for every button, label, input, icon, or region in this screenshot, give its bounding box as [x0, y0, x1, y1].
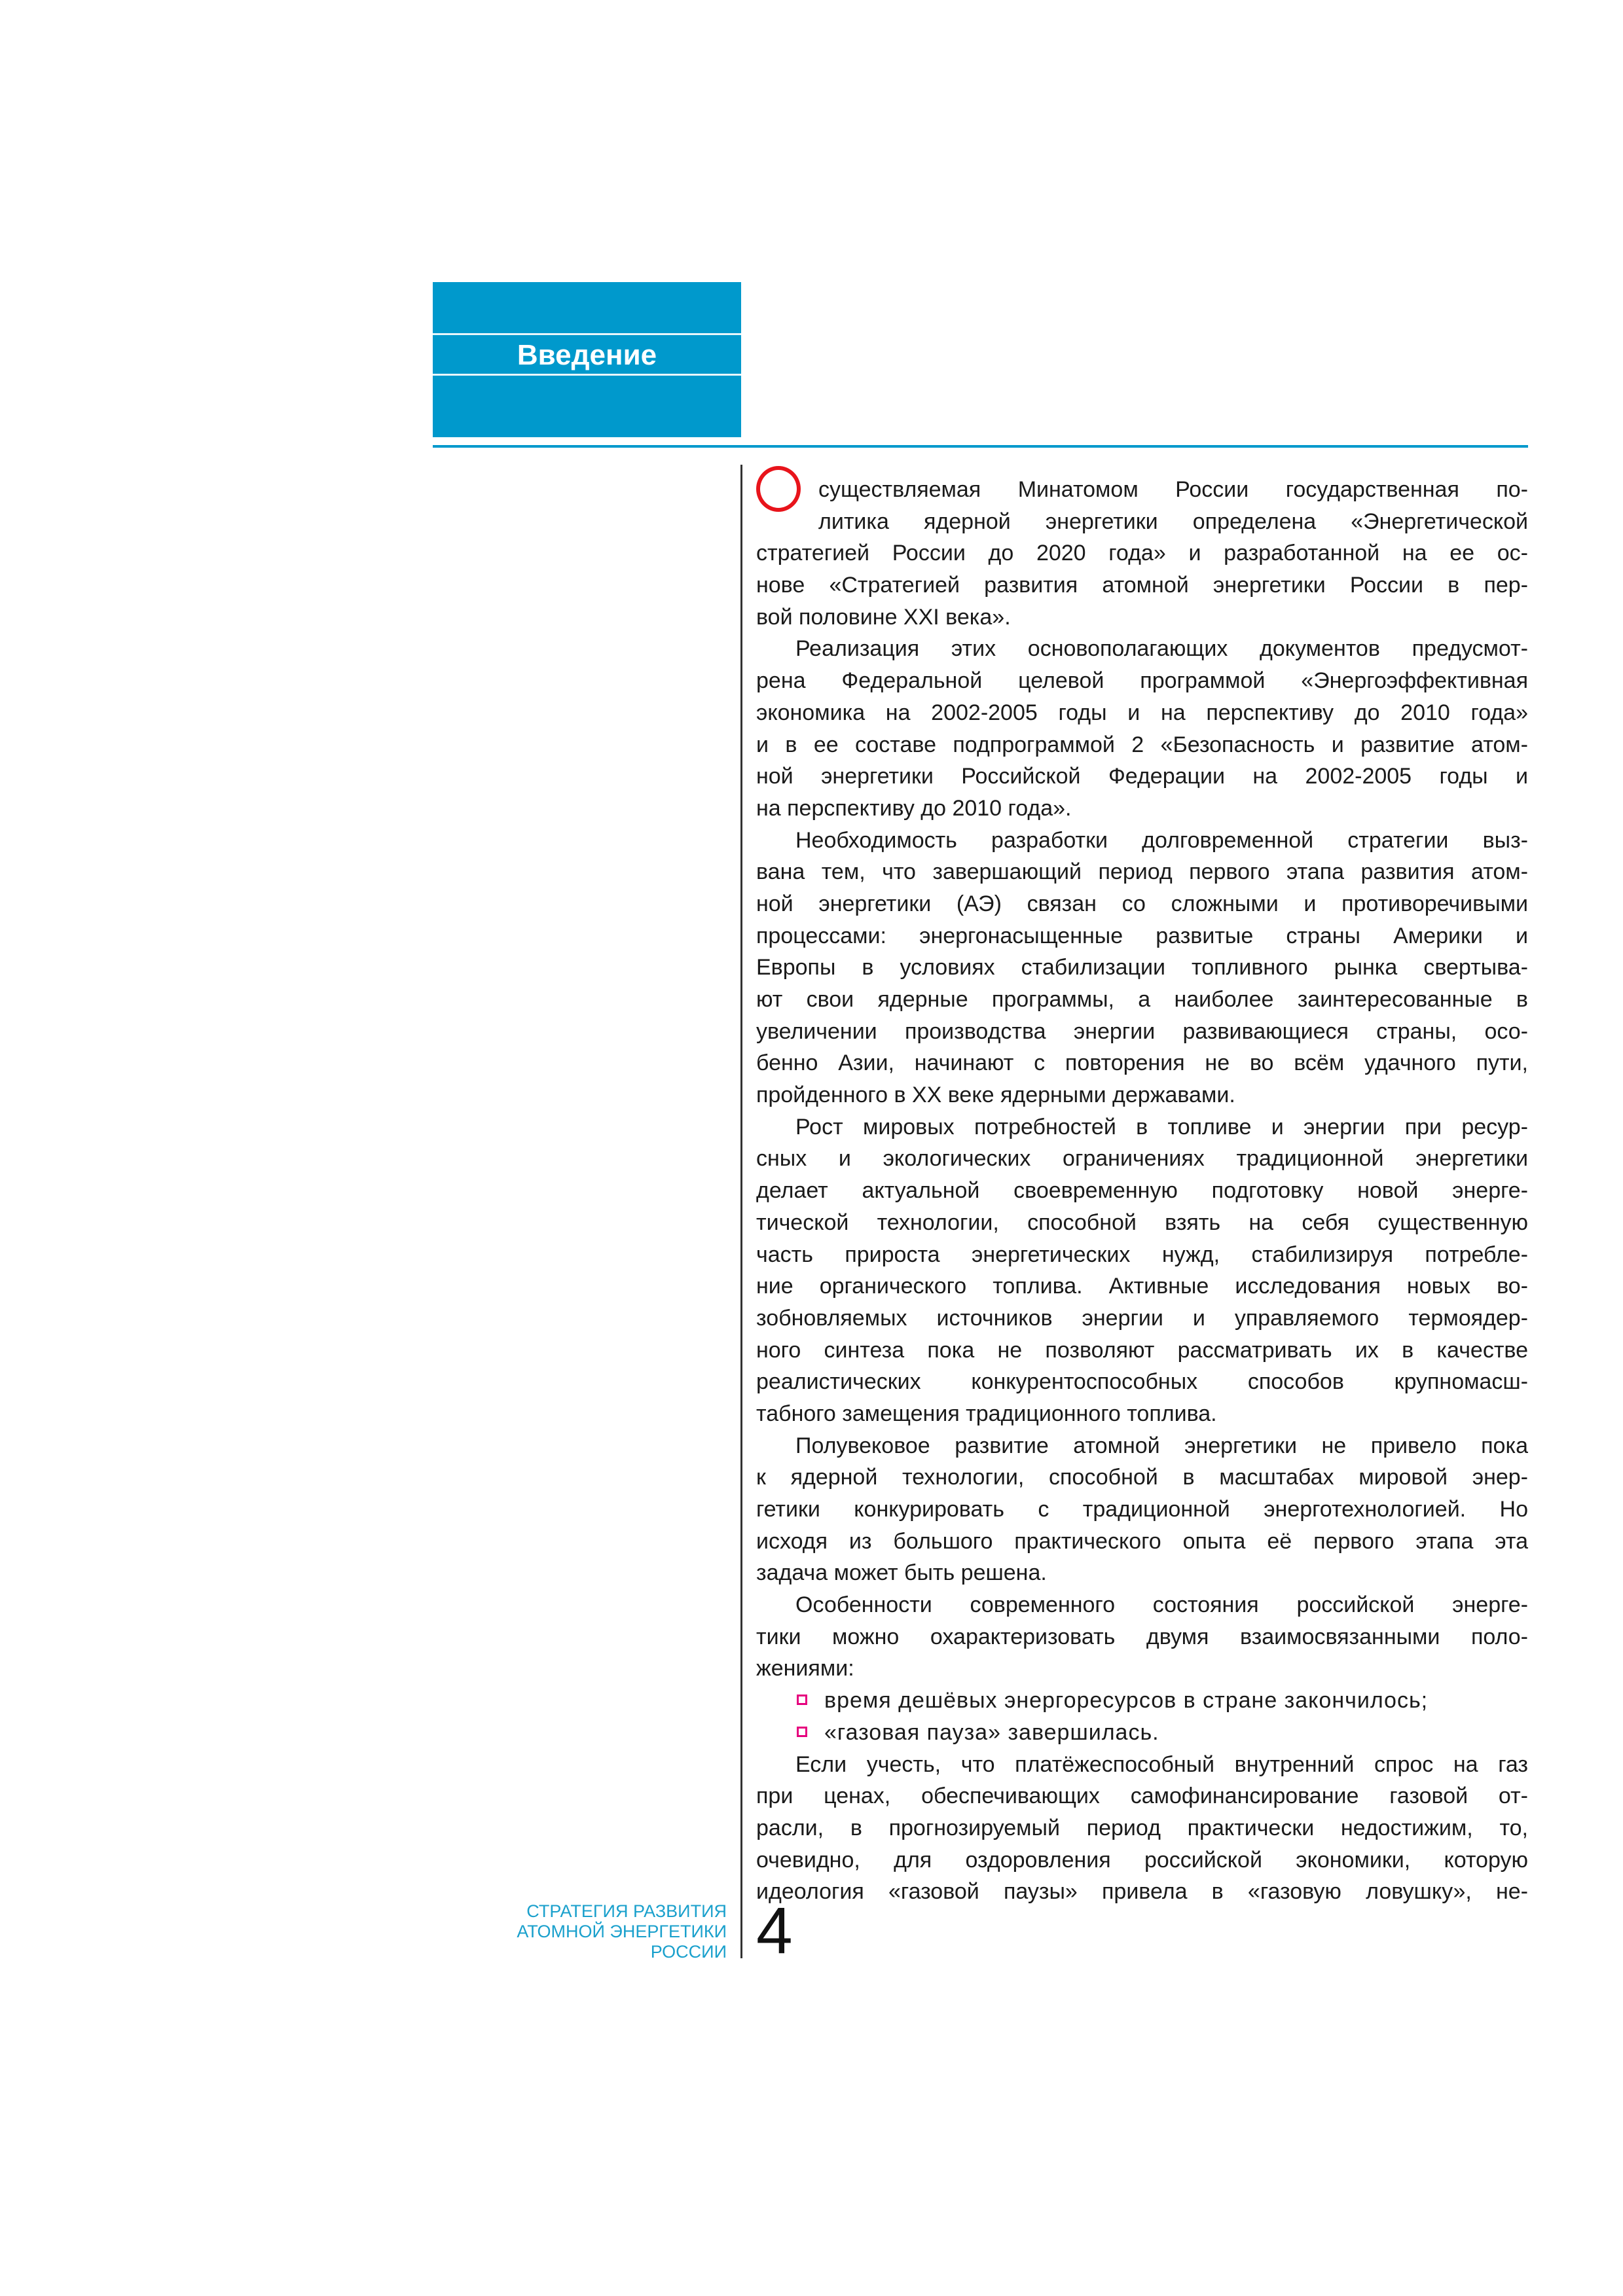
- text-line: табного замещения традиционного топлива.: [756, 1401, 1217, 1426]
- text-line: расли, в прогнозируемый период практичес…: [756, 1815, 1528, 1840]
- bullet-square-icon: [797, 1695, 807, 1706]
- footer-line: СТРАТЕГИЯ РАЗВИТИЯ: [526, 1901, 727, 1921]
- text-line: на перспективу до 2010 года».: [756, 795, 1072, 821]
- text-line: Рост мировых потребностей в топливе и эн…: [795, 1114, 1528, 1139]
- body-text: существляемая Минатомом России государст…: [756, 474, 1528, 1908]
- text-line: вой половине XXI века».: [756, 604, 1011, 630]
- section-header-box: Введение: [433, 282, 741, 437]
- bullet-item: «газовая пауза» завершилась.: [756, 1717, 1528, 1749]
- text-line: бенно Азии, начинают с повторения не во …: [756, 1050, 1528, 1076]
- bullet-text: «газовая пауза» завершилась.: [824, 1719, 1159, 1745]
- text-line: исходя из большого практического опыта е…: [756, 1528, 1528, 1554]
- text-line: Необходимость разработки долговременной …: [795, 827, 1528, 853]
- divider: [433, 374, 741, 376]
- text-line: ной энергетики (АЭ) связан со сложными и…: [756, 891, 1528, 916]
- page-number: 4: [756, 1894, 793, 1967]
- text-line: при ценах, обеспечивающих самофинансиров…: [756, 1784, 1528, 1809]
- text-line: тической технологии, способной взять на …: [756, 1210, 1528, 1235]
- running-footer: СТРАТЕГИЯ РАЗВИТИЯ АТОМНОЙ ЭНЕРГЕТИКИ РО…: [517, 1901, 727, 1962]
- bullet-square-icon: [797, 1726, 807, 1737]
- section-title: Введение: [517, 339, 657, 371]
- text-line: экономика на 2002-2005 годы и на перспек…: [756, 700, 1528, 725]
- text-line: ют свои ядерные программы, а наиболее за…: [756, 987, 1528, 1012]
- divider: [433, 333, 741, 335]
- text-line: тики можно охарактеризовать двумя взаимо…: [756, 1624, 1528, 1649]
- text-line: сных и экологических ограничениях традиц…: [756, 1146, 1528, 1172]
- text-line: Особенности современного состояния росси…: [795, 1592, 1528, 1618]
- text-line: существляемая Минатомом России государст…: [818, 477, 1528, 502]
- footer-line: РОССИИ: [650, 1942, 727, 1962]
- text-line: литика ядерной энергетики определена «Эн…: [818, 509, 1528, 534]
- text-line: Реализация этих основополагающих докумен…: [795, 636, 1528, 662]
- text-line: Полувековое развитие атомной энергетики …: [795, 1433, 1528, 1458]
- text-line: ной энергетики Российской Федерации на 2…: [756, 764, 1528, 789]
- column-divider: [740, 465, 742, 1958]
- text-line: жениями:: [756, 1656, 854, 1681]
- text-line: часть прироста энергетических нужд, стаб…: [756, 1242, 1528, 1267]
- bullet-item: время дешёвых энергоресурсов в стране за…: [756, 1685, 1528, 1717]
- footer-line: АТОМНОЙ ЭНЕРГЕТИКИ: [517, 1922, 727, 1941]
- text-line: ние органического топлива. Активные иссл…: [756, 1274, 1528, 1299]
- text-line: задача может быть решена.: [756, 1560, 1047, 1586]
- text-line: Если учесть, что платёжеспособный внутре…: [795, 1751, 1528, 1777]
- text-line: увеличении производства энергии развиваю…: [756, 1018, 1528, 1044]
- text-line: пройденного в XX веке ядерными державами…: [756, 1083, 1235, 1108]
- text-line: зобновляемых источников энергии и управл…: [756, 1305, 1528, 1331]
- drop-cap-letter: [756, 466, 801, 512]
- text-line: гетики конкурировать с традиционной энер…: [756, 1497, 1528, 1522]
- text-line: делает актуальной своевременную подготов…: [756, 1178, 1528, 1204]
- text-line: стратегией России до 2020 года» и разраб…: [756, 541, 1528, 566]
- bullet-text: время дешёвых энергоресурсов в стране за…: [824, 1688, 1429, 1713]
- header-rule: [433, 445, 1528, 448]
- text-line: и в ее составе подпрограммой 2 «Безопасн…: [756, 732, 1528, 757]
- text-line: очевидно, для оздоровления российской эк…: [756, 1847, 1528, 1873]
- text-line: идеология «газовой паузы» привела в «газ…: [756, 1879, 1528, 1905]
- text-line: ного синтеза пока не позволяют рассматри…: [756, 1337, 1528, 1363]
- text-line: Европы в условиях стабилизации топливног…: [756, 955, 1528, 980]
- text-line: рена Федеральной целевой программой «Эне…: [756, 668, 1528, 694]
- text-line: вана тем, что завершающий период первого…: [756, 859, 1528, 885]
- text-line: процессами: энергонасыщенные развитые ст…: [756, 923, 1528, 948]
- text-line: к ядерной технологии, способной в масшта…: [756, 1465, 1528, 1490]
- text-line: нове «Стратегией развития атомной энерге…: [756, 573, 1528, 598]
- text-line: реалистических конкурентоспособных спосо…: [756, 1369, 1528, 1395]
